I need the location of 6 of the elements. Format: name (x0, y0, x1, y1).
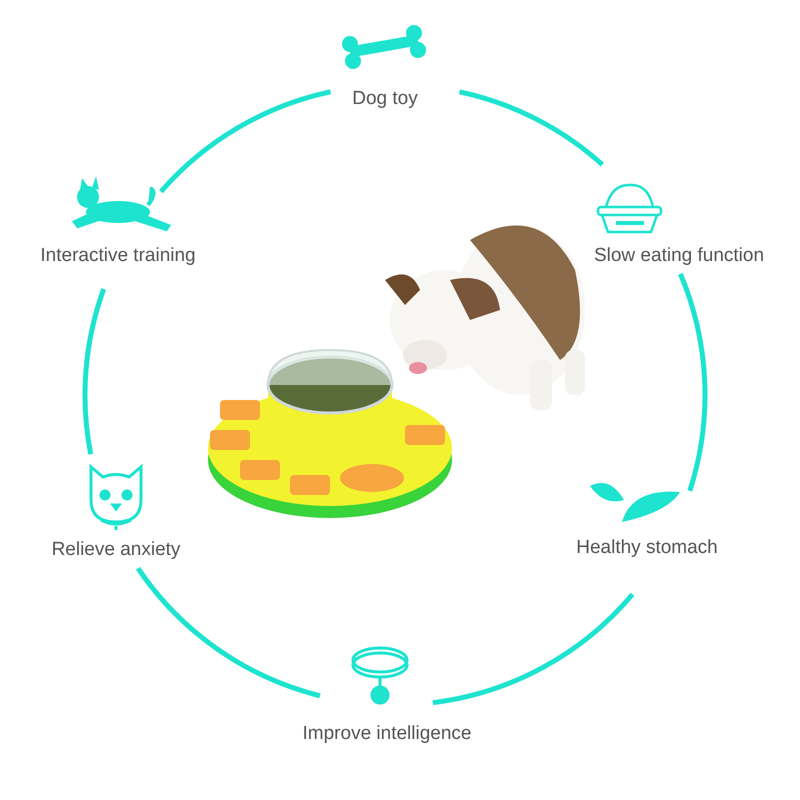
feature-label: Dog toy (352, 88, 418, 110)
feature-label: Relieve anxiety (52, 539, 180, 561)
feature-label: Interactive training (40, 245, 196, 267)
feature-label: Slow eating function (594, 245, 764, 267)
feature-label: Healthy stomach (576, 537, 718, 559)
feature-label: Improve intelligence (302, 723, 472, 745)
